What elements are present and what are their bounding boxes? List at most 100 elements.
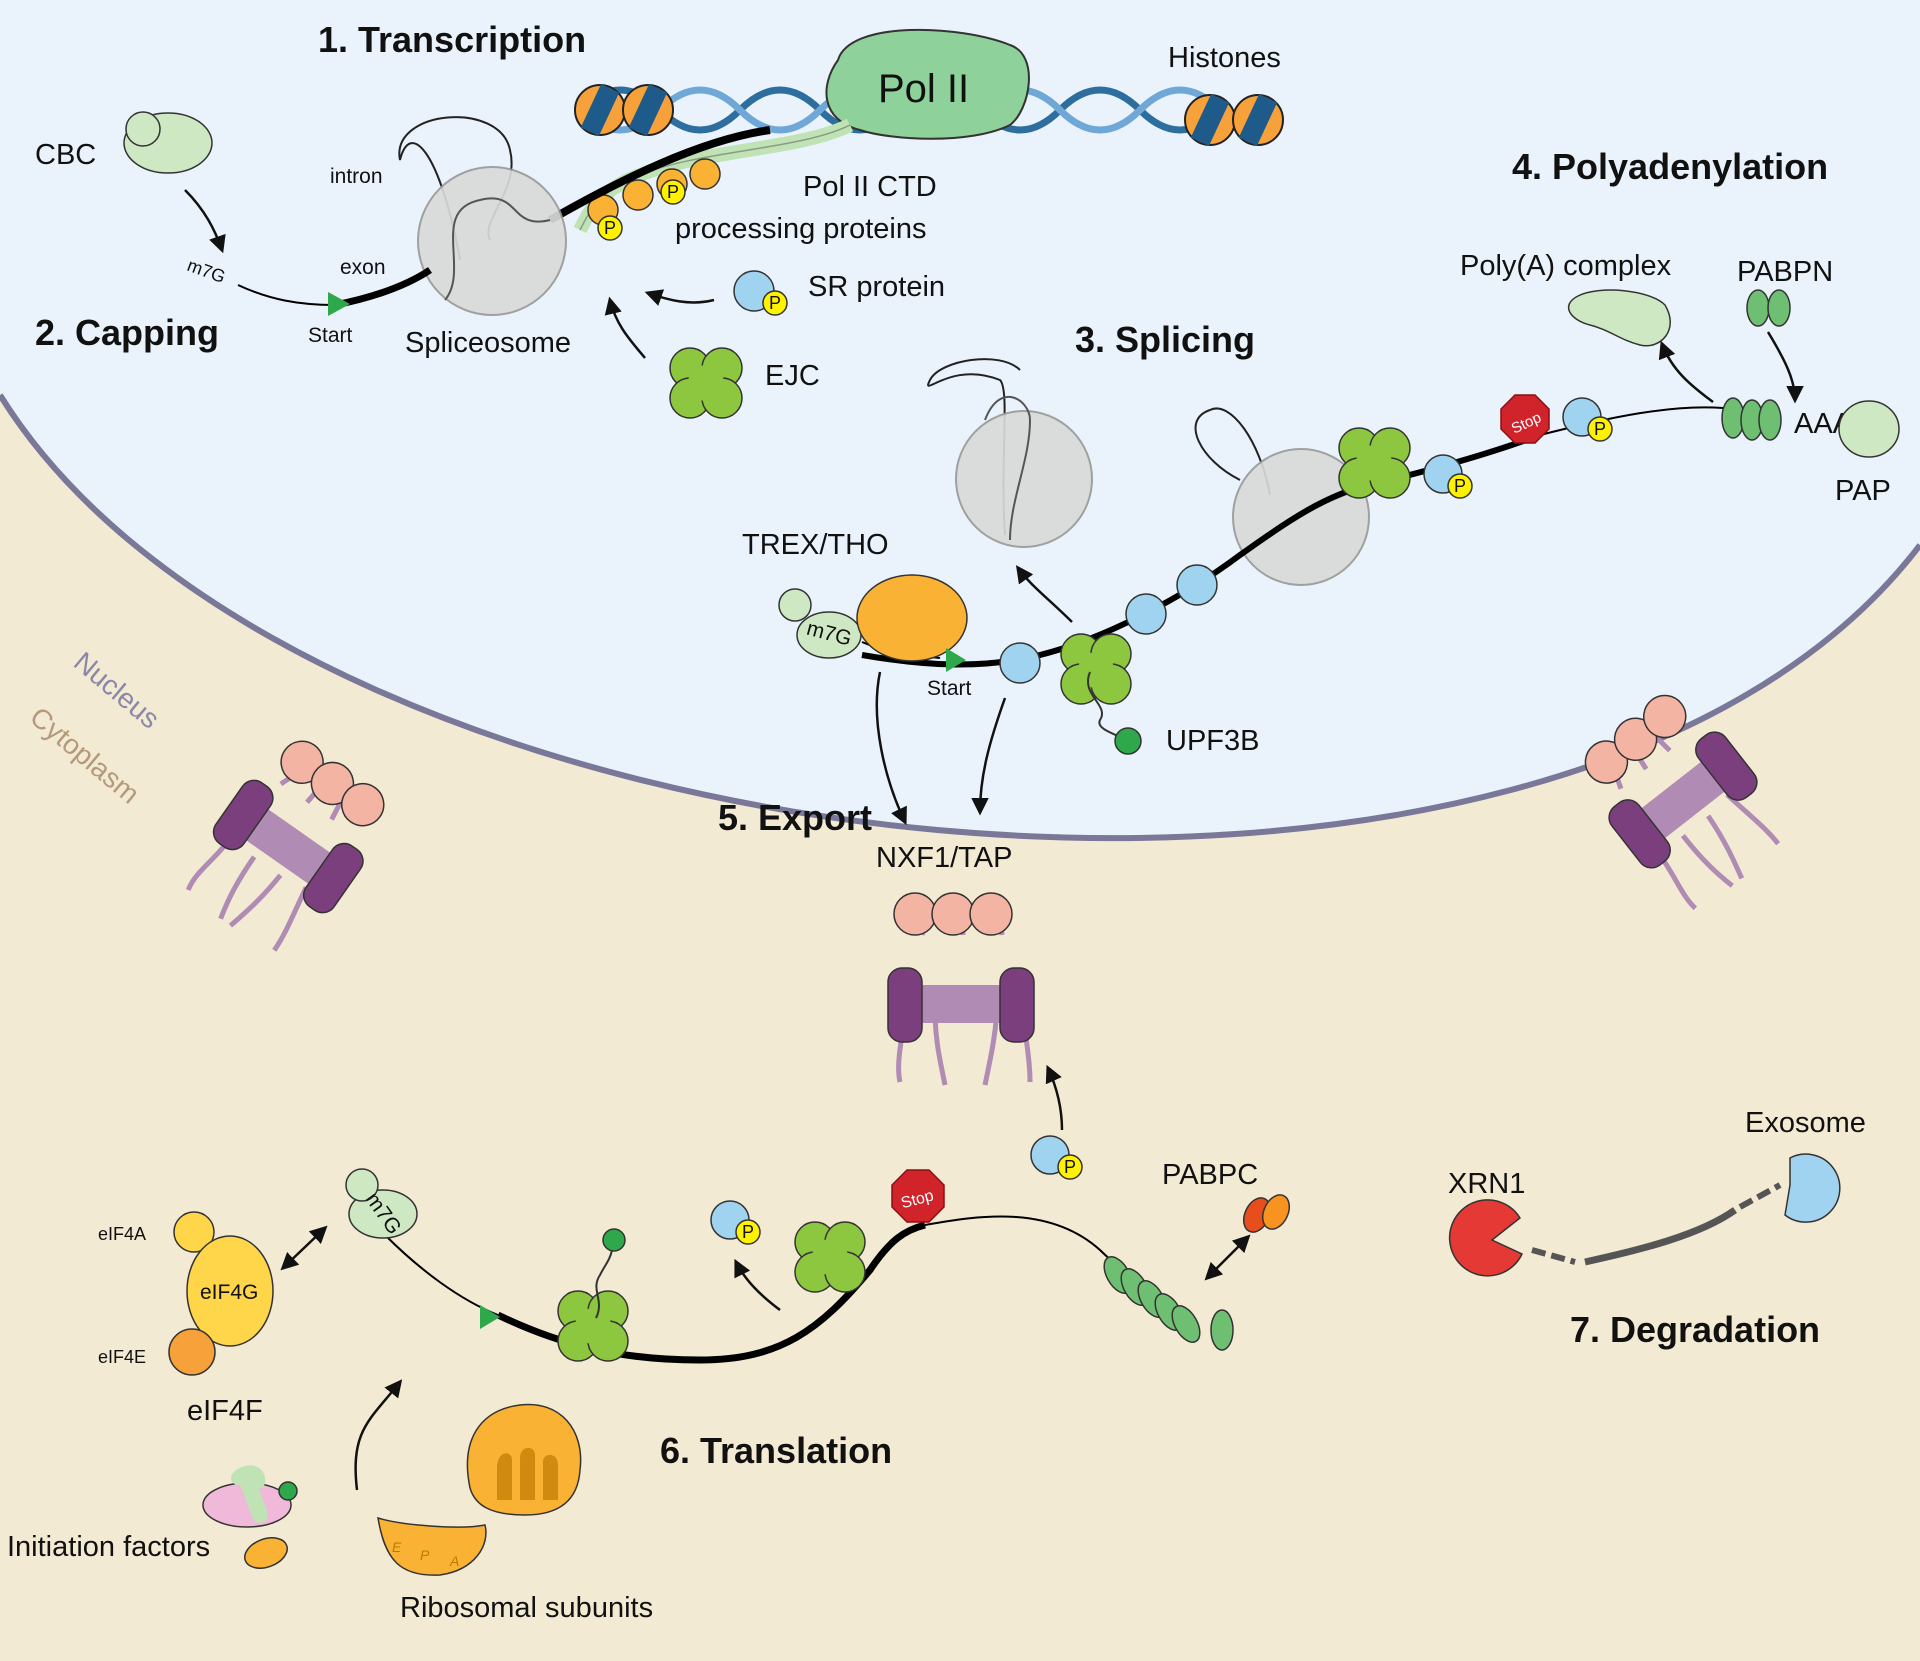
svg-text:P: P: [667, 182, 679, 202]
pol-ii-label: Pol II: [878, 67, 969, 111]
xrn1-label: XRN1: [1448, 1168, 1525, 1200]
stop-codon-cytoplasm: [891, 1169, 945, 1223]
intron-label: intron: [330, 165, 383, 188]
spliceosome-label: Spliceosome: [405, 327, 571, 359]
poly-a-complex-label: Poly(A) complex: [1460, 250, 1672, 282]
arrow-sr-import: [1045, 1064, 1064, 1131]
pol-ii-enzyme: [825, 28, 1030, 140]
phospho-p: [735, 1219, 761, 1245]
histone-right-group: [1184, 94, 1284, 146]
ejc-removed-by-ribosome: [794, 1221, 866, 1293]
spliceosome-released: [955, 410, 1093, 548]
step-transcription-title: 1. Transcription: [318, 19, 586, 60]
exosome-label: Exosome: [1745, 1107, 1866, 1139]
svg-text:P: P: [420, 1547, 430, 1563]
pabpc-protein: [1242, 1194, 1291, 1233]
pabpn-on-tail: [1721, 397, 1782, 441]
pol-ii-ctd-label: Pol II CTD: [803, 171, 937, 203]
arrow-export-cap: [875, 671, 907, 826]
ejc-on-mrna: [1060, 633, 1132, 705]
eif4f-complex: [168, 1211, 274, 1376]
arrow-sr-to-spliceosome: [644, 289, 715, 306]
step-capping-title: 2. Capping: [35, 312, 219, 353]
eif4e: [168, 1328, 216, 1376]
cbc-bound-cap: m7G: [778, 588, 862, 659]
upf3b-protein-cyto: [602, 1228, 626, 1252]
upf3b-tether-cyto: [595, 1249, 613, 1319]
nascent-transcript: [548, 126, 771, 224]
phospho-p: [762, 290, 788, 316]
mrna-3prime: [1539, 406, 1741, 436]
ribosome-large-subunit: [466, 1403, 582, 1516]
eif4a: [173, 1211, 215, 1253]
step-export-title: 5. Export: [718, 797, 872, 838]
pap-label: PAP: [1835, 475, 1891, 507]
svg-text:P: P: [1064, 1157, 1076, 1177]
phospho-p: [1057, 1154, 1083, 1180]
pabpc-on-tail: [1103, 1256, 1234, 1351]
cbc-label: CBC: [35, 139, 96, 171]
svg-text:E: E: [392, 1539, 402, 1555]
eif4g-label: eIF4G: [200, 1281, 258, 1304]
start-codon-marker-2: [946, 648, 966, 672]
phospho-p: [597, 215, 623, 241]
nuclear-pore-left: [185, 740, 385, 952]
svg-text:P: P: [604, 218, 616, 238]
phospho-p: [1447, 473, 1473, 499]
degraded-fragments-right: [1738, 1182, 1782, 1210]
histone-left-group: [574, 84, 674, 136]
step-splicing-title: 3. Splicing: [1075, 319, 1255, 360]
arrow-pabpn-to-tail: [1766, 331, 1804, 404]
phospho-p: [660, 179, 686, 205]
svg-text:A: A: [449, 1553, 459, 1569]
ejc-complex: [669, 347, 743, 419]
arrow-eif4f-cap: [280, 1225, 328, 1271]
start-label-2: Start: [927, 677, 972, 700]
cbc-protein: [123, 111, 213, 174]
upf3b-protein: [1114, 727, 1142, 755]
ejc-splicing-right: [1338, 427, 1411, 499]
eif4a-label: eIF4A: [98, 1224, 146, 1244]
phospho-p: [1587, 416, 1613, 442]
sr-protein-label: SR protein: [808, 271, 945, 303]
svg-text:P: P: [1594, 419, 1606, 439]
nuclear-pore-right: [1584, 694, 1781, 911]
xrn1-enzyme: [1448, 1199, 1524, 1277]
pap-enzyme: [1838, 400, 1900, 458]
ctd-processing-proteins: P P: [587, 158, 721, 241]
svg-text:P: P: [769, 293, 781, 313]
arrow-spliceosome-release: [1015, 565, 1073, 623]
upf3b-label: UPF3B: [1166, 725, 1259, 757]
arrow-ejc-to-spliceosome: [604, 296, 646, 359]
arrow-sr-release: [734, 1258, 781, 1311]
processing-proteins-label: processing proteins: [675, 213, 926, 245]
exosome-complex: [1784, 1153, 1841, 1223]
start-codon-cytoplasm: [480, 1305, 500, 1329]
eif4g: [186, 1235, 274, 1347]
stop-codon-nuclear: [1500, 394, 1550, 444]
trex-tho-label: TREX/THO: [742, 529, 889, 561]
arrow-export-sr: [971, 697, 1007, 816]
histones-label: Histones: [1168, 42, 1281, 74]
initiation-factor-green: [237, 1467, 268, 1523]
pabpn-protein: [1746, 289, 1791, 327]
eif4e-label: eIF4E: [98, 1347, 146, 1367]
arrow-release-poly-a-complex: [1658, 340, 1714, 404]
nuclear-pore-center: [887, 892, 1035, 1086]
step-degradation-title: 7. Degradation: [1570, 1309, 1820, 1350]
degraded-fragments-left: [1531, 1247, 1576, 1265]
svg-text:P: P: [742, 1222, 754, 1242]
start-label: Start: [308, 324, 353, 347]
pabpn-label: PABPN: [1737, 256, 1833, 288]
pabpc-label: PABPC: [1162, 1159, 1258, 1191]
degrading-mrna: [1584, 1207, 1738, 1266]
arrow-ribosome-assembly: [354, 1379, 403, 1491]
step-polyadenylation-title: 4. Polyadenylation: [1512, 146, 1828, 187]
initiation-factor-dot: [278, 1481, 298, 1501]
ribosomal-subunits-label: Ribosomal subunits: [400, 1592, 653, 1624]
exon-junction-beads: [999, 564, 1218, 684]
spliceosome-top: [417, 166, 567, 316]
arrow-pabpc-exchange: [1204, 1234, 1251, 1281]
ejc-label: EJC: [765, 360, 820, 392]
